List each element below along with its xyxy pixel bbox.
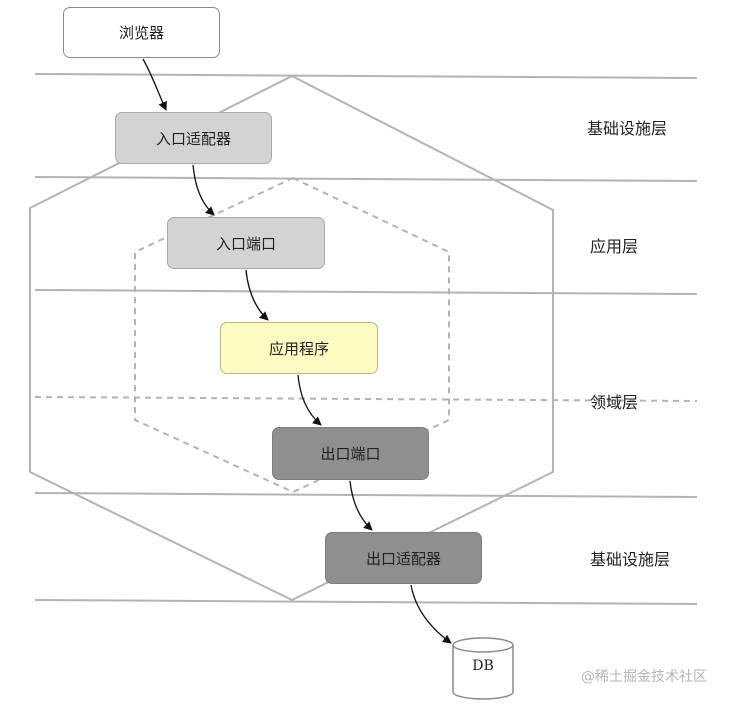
outer-hexagon xyxy=(29,75,554,601)
browser-node: 浏览器 xyxy=(63,7,220,58)
arrow-exit-port-to-exit-adapter xyxy=(349,480,373,531)
layer-separator-2 xyxy=(34,176,698,182)
layer-separator-5 xyxy=(34,599,698,605)
database-cylinder-icon xyxy=(452,637,514,700)
layer-label-infrastructure-top: 基础设施层 xyxy=(587,119,668,138)
layer-label-domain: 领域层 xyxy=(590,393,639,412)
exit-adapter-node: 出口适配器 xyxy=(325,532,482,584)
layer-separator-dashed xyxy=(34,396,698,402)
layer-label-application: 应用层 xyxy=(590,237,639,256)
entry-adapter-node: 入口适配器 xyxy=(115,112,272,164)
watermark-text: @稀土掘金技术社区 xyxy=(581,669,707,685)
arrow-browser-to-entry-adapter xyxy=(142,58,167,111)
layer-separator-1 xyxy=(34,73,698,79)
database-label: DB xyxy=(472,658,494,674)
layer-separator-4 xyxy=(34,492,698,498)
application-node: 应用程序 xyxy=(220,322,378,374)
layer-label-infrastructure-bottom: 基础设施层 xyxy=(590,550,671,569)
arrow-entry-port-to-application xyxy=(245,269,269,321)
entry-port-node: 入口端口 xyxy=(167,217,325,269)
arrow-entry-adapter-to-entry-port xyxy=(192,164,215,216)
exit-port-node: 出口端口 xyxy=(272,427,429,480)
layer-separator-3 xyxy=(34,289,698,295)
arrow-application-to-exit-port xyxy=(297,374,322,426)
arrow-exit-adapter-to-database xyxy=(410,584,452,644)
